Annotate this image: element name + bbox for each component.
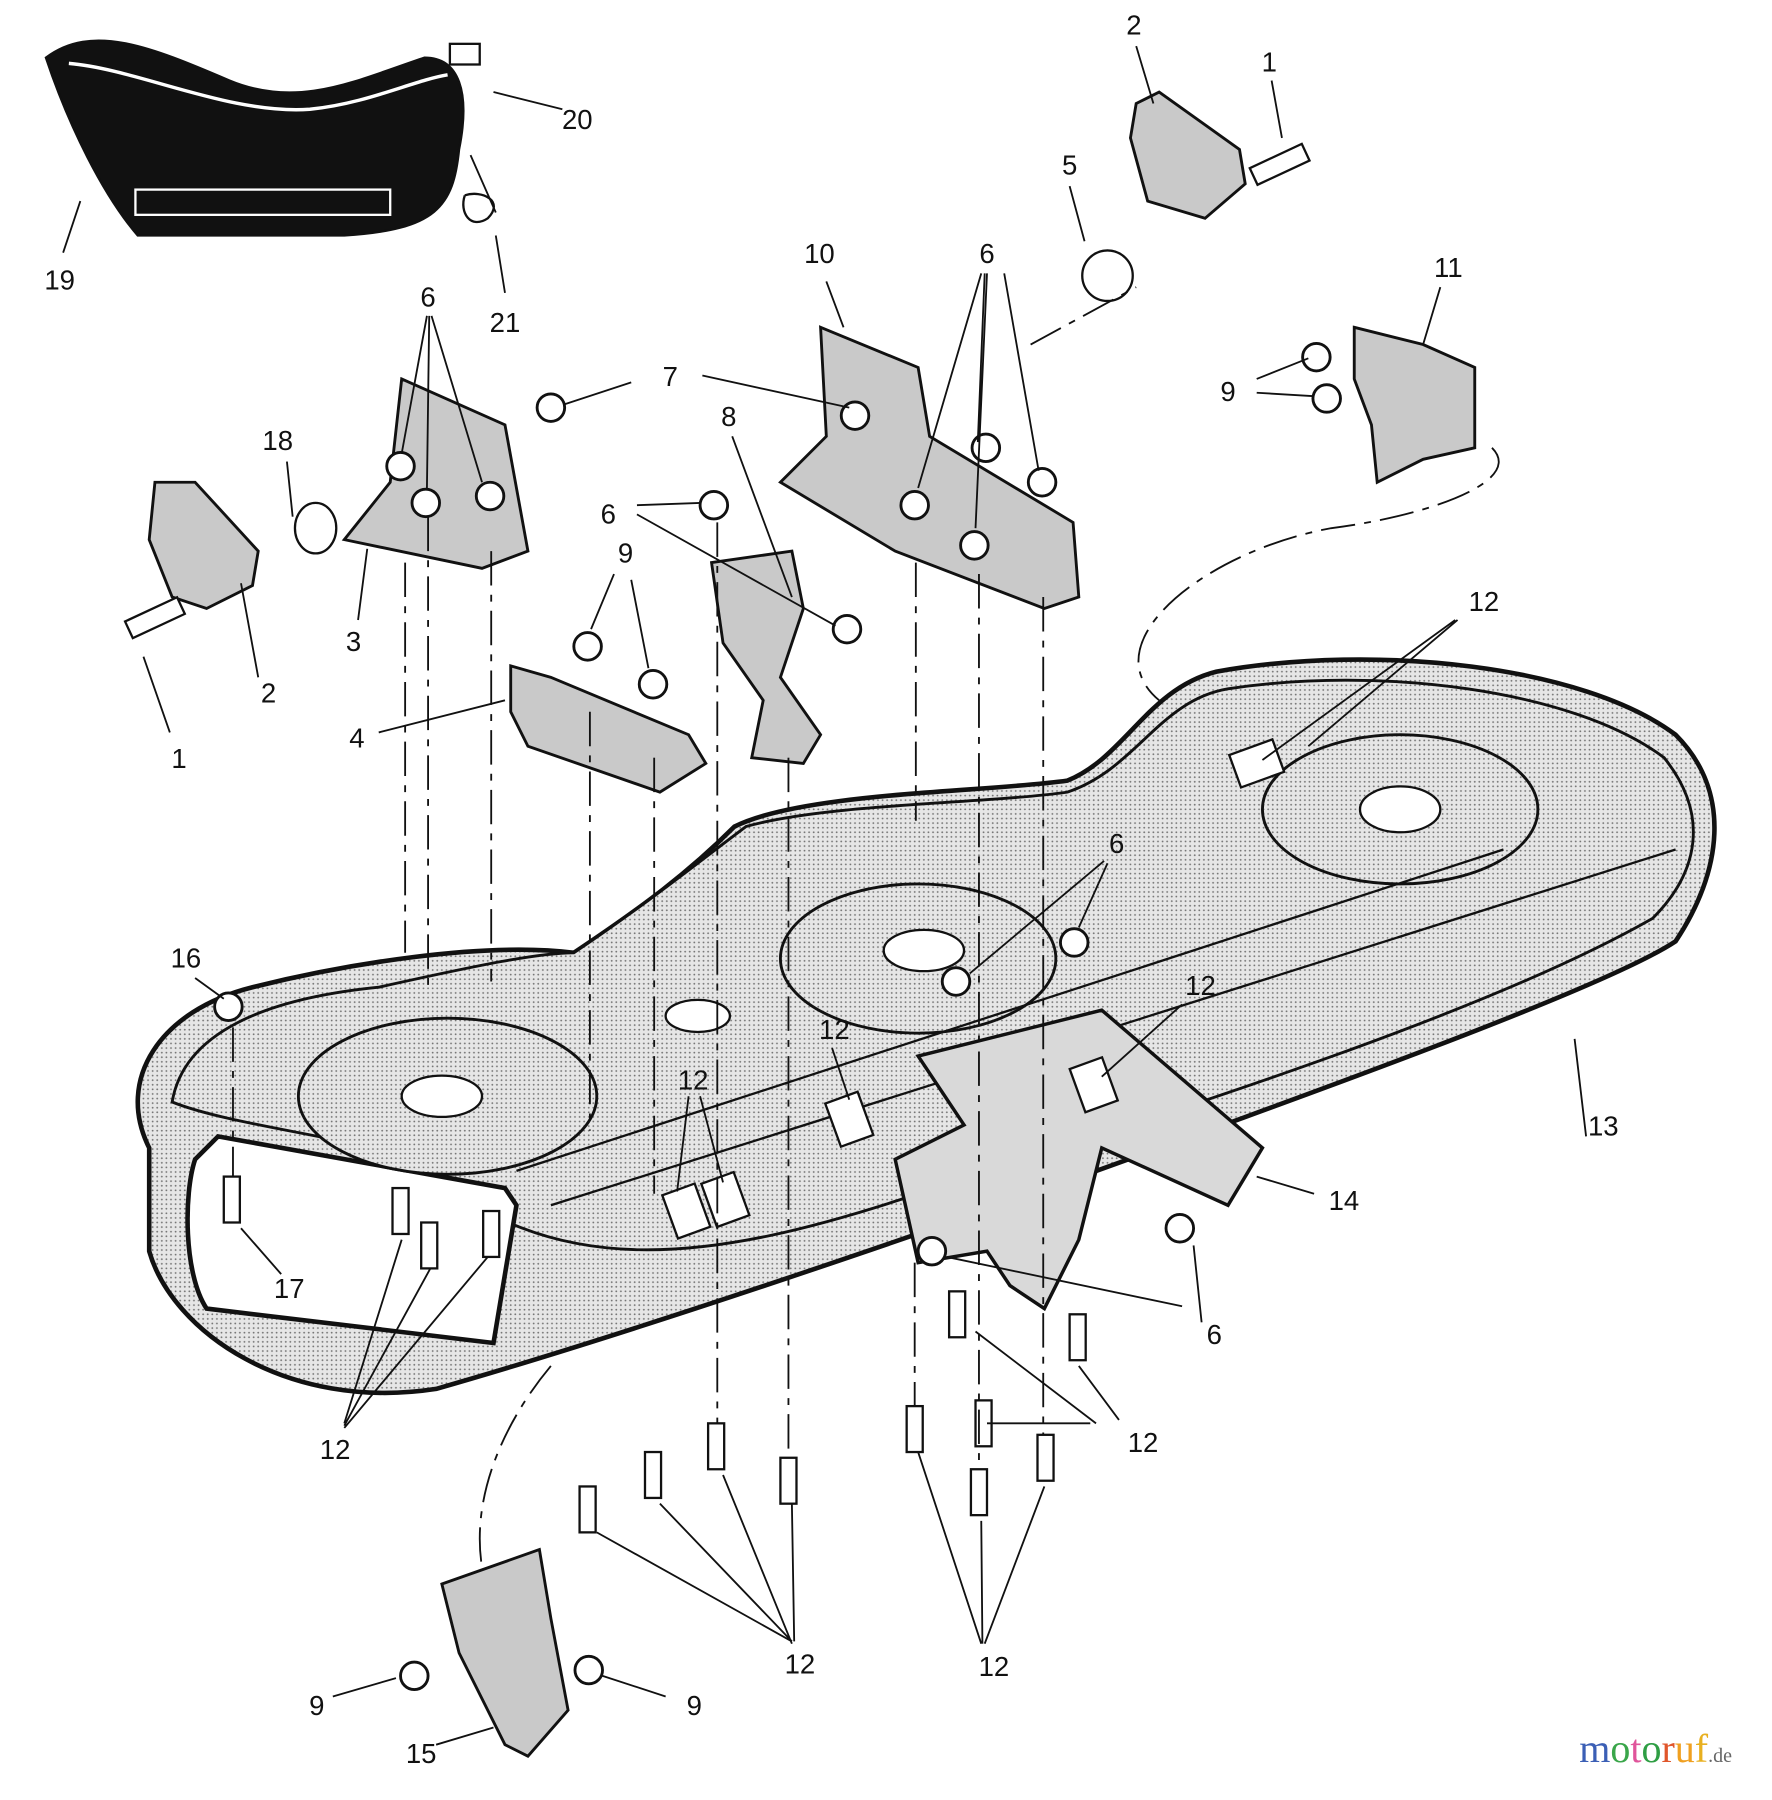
- callout-12: 12: [785, 1649, 816, 1680]
- callout-8: 8: [721, 401, 736, 432]
- callout-12: 12: [320, 1434, 351, 1465]
- callout-19: 19: [44, 264, 75, 295]
- callout-12: 12: [1469, 586, 1500, 617]
- bracket-11: [1352, 325, 1477, 485]
- callout-4: 4: [349, 722, 364, 753]
- watermark-suffix: .de: [1708, 1745, 1732, 1767]
- leader-lines: [62, 45, 1587, 1746]
- callout-1: 1: [171, 743, 186, 774]
- callout-12: 12: [1128, 1427, 1159, 1458]
- mower-deck-13: [135, 657, 1717, 1396]
- callout-9: 9: [618, 538, 633, 569]
- callout-6: 6: [601, 499, 616, 530]
- callout-15: 15: [406, 1738, 437, 1769]
- plate-2-left: [147, 480, 260, 611]
- callout-7: 7: [663, 361, 678, 392]
- callout-16: 16: [171, 943, 202, 974]
- watermark-logo: motoruf.de: [1579, 1726, 1732, 1771]
- callout-12: 12: [1185, 970, 1216, 1001]
- bracket-10: [778, 325, 1081, 611]
- hardware: [123, 42, 1342, 1692]
- callout-12: 12: [979, 1651, 1010, 1682]
- callout-21: 21: [490, 307, 521, 338]
- callout-10: 10: [804, 238, 835, 269]
- callout-20: 20: [562, 104, 593, 135]
- callout-13: 13: [1588, 1110, 1619, 1141]
- bracket-15: [440, 1547, 570, 1758]
- plate-2-right: [1128, 90, 1247, 220]
- callout-9: 9: [687, 1690, 702, 1721]
- callout-labels: 19 20 21 2 1 5 10 6 11 9 7 6 18 8 6 9 3 …: [44, 10, 1618, 1769]
- callout-6: 6: [979, 238, 994, 269]
- callout-6: 6: [420, 282, 435, 313]
- callout-12: 12: [819, 1014, 850, 1045]
- callout-3: 3: [346, 626, 361, 657]
- callout-2: 2: [261, 678, 276, 709]
- callout-17: 17: [274, 1273, 305, 1304]
- callout-6: 6: [1109, 828, 1124, 859]
- callout-9: 9: [1220, 376, 1235, 407]
- spring-18: [293, 501, 338, 555]
- callout-6: 6: [1207, 1319, 1222, 1350]
- bracket-4: [509, 663, 708, 794]
- nut-icon: [213, 341, 1342, 1692]
- alignment-lines: [232, 286, 1137, 1470]
- callout-2: 2: [1126, 10, 1141, 41]
- wing-nut-21: [462, 192, 495, 224]
- callout-12: 12: [678, 1064, 709, 1095]
- bracket-3: [341, 376, 530, 570]
- bracket-8: [709, 549, 823, 765]
- callout-18: 18: [262, 425, 293, 456]
- bracket-14: [893, 1008, 1265, 1312]
- callout-1: 1: [1262, 46, 1277, 77]
- belt-cover-19: [44, 39, 465, 237]
- callout-5: 5: [1062, 150, 1077, 181]
- callout-9: 9: [309, 1690, 324, 1721]
- callout-14: 14: [1329, 1185, 1360, 1216]
- bolt-icon: [123, 42, 1312, 1534]
- spring-5: [1081, 249, 1134, 303]
- callout-11: 11: [1434, 252, 1463, 283]
